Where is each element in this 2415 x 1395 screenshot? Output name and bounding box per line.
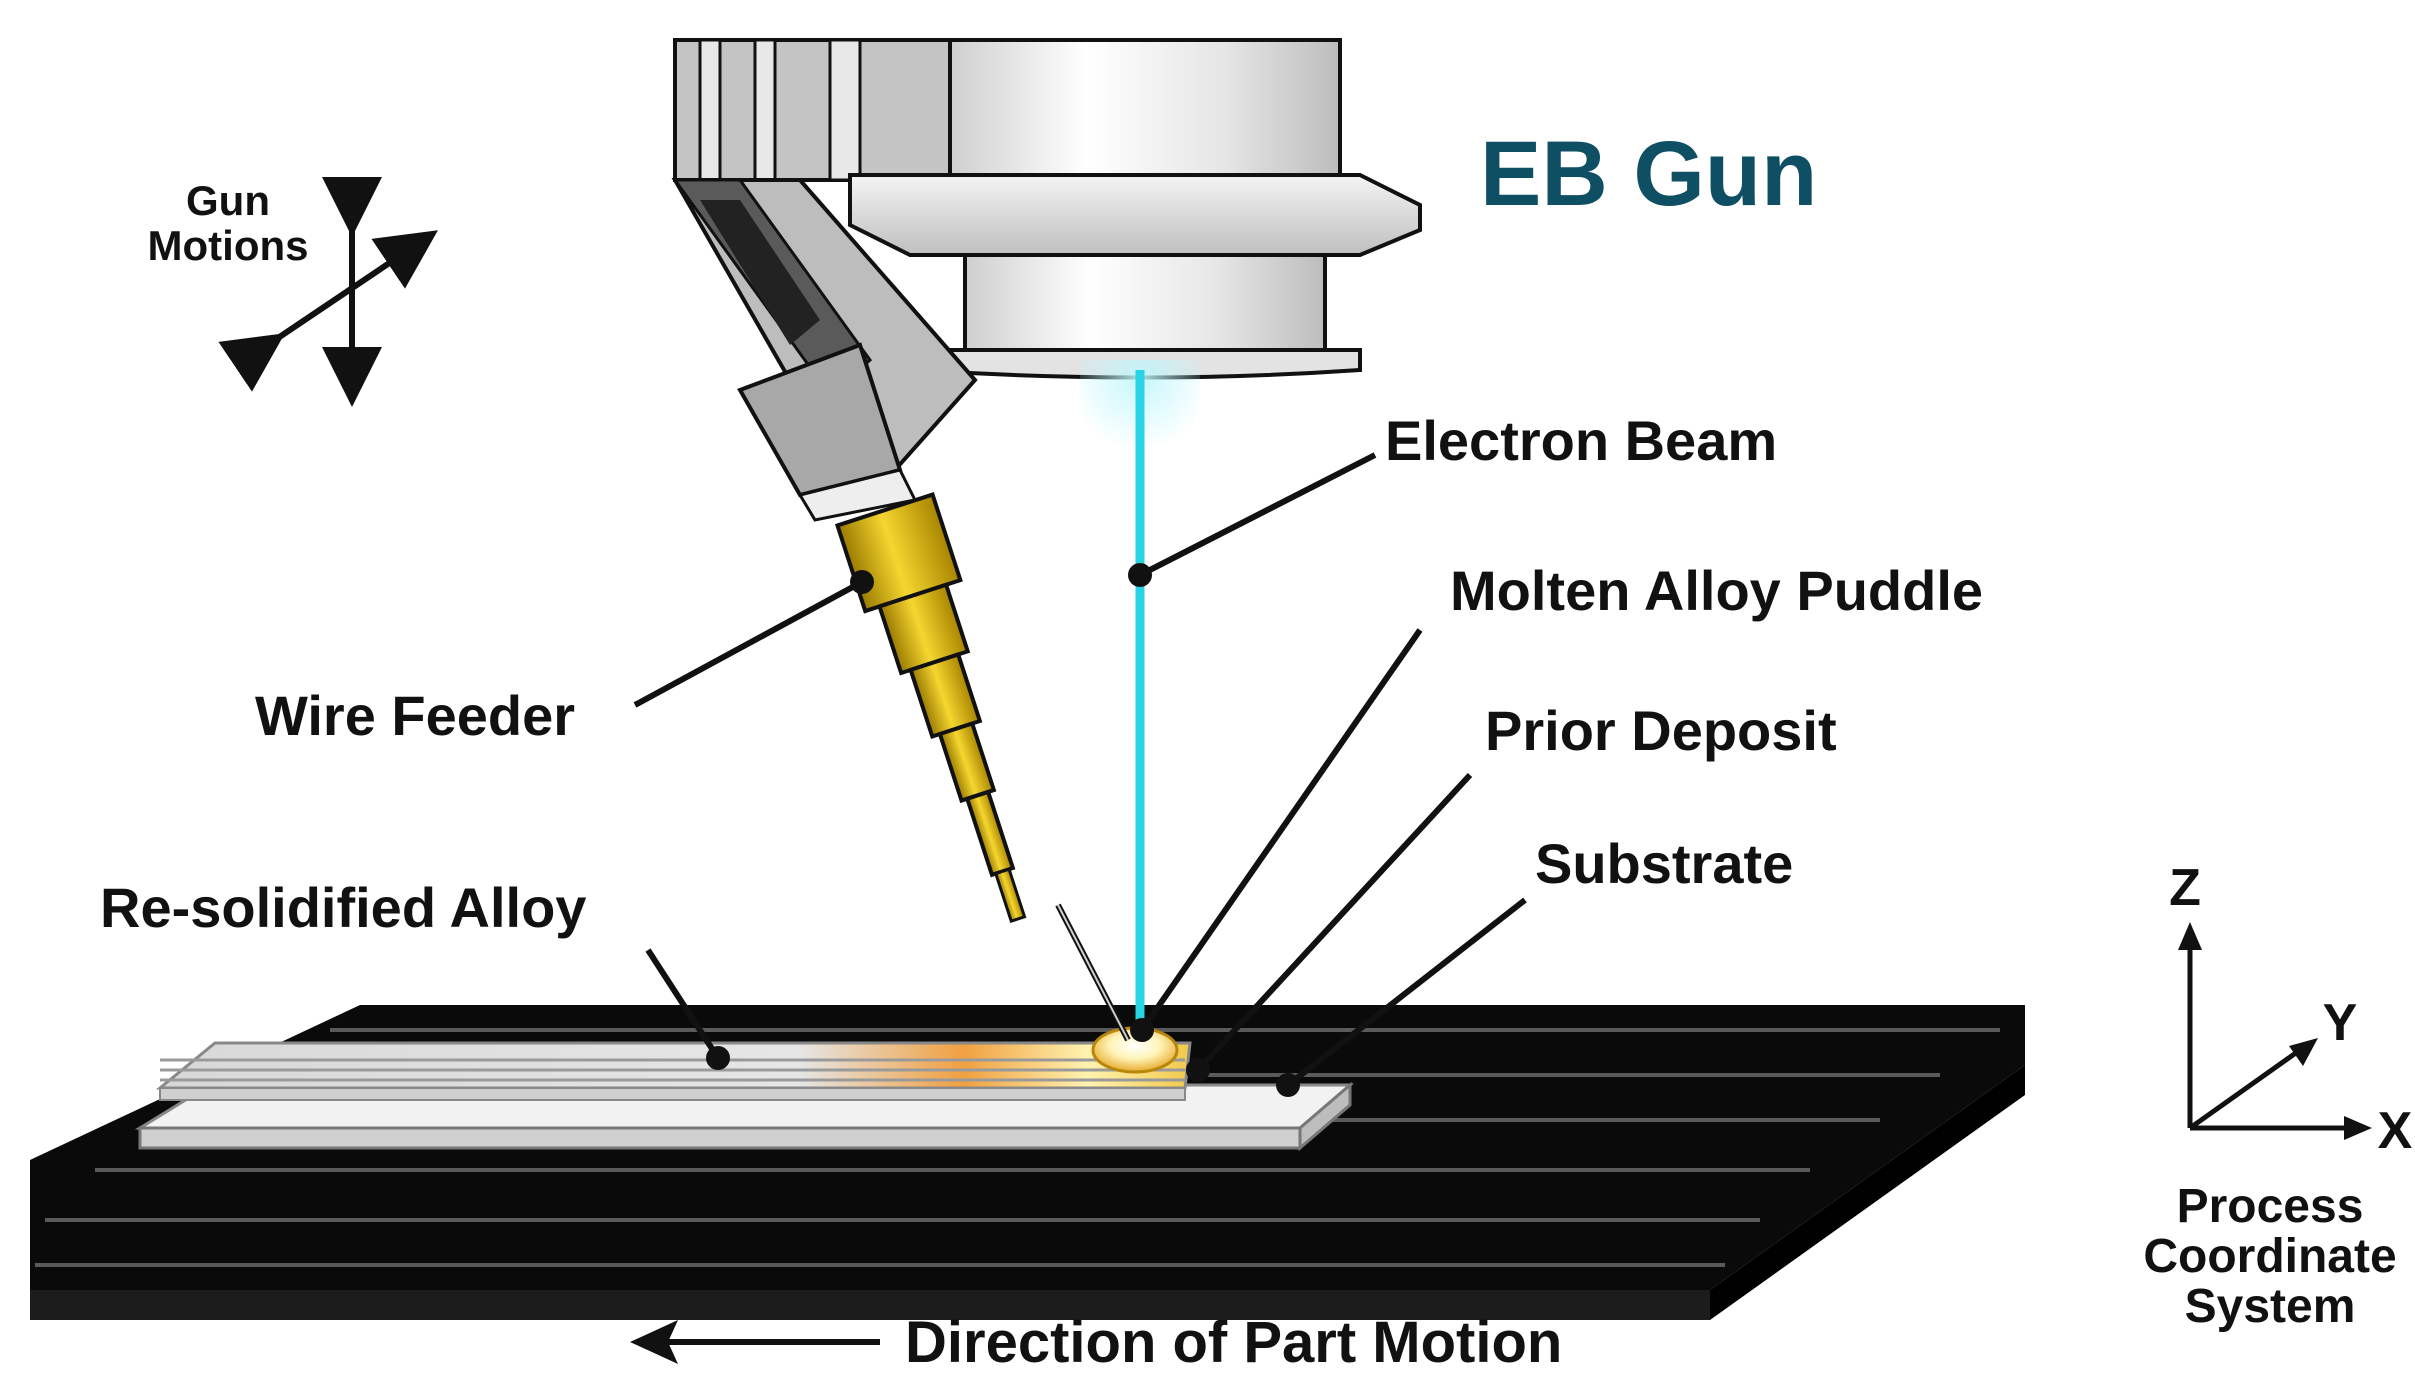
molten-alloy-puddle-dot — [1130, 1018, 1154, 1042]
re-solidified-alloy-dot — [706, 1046, 730, 1070]
wire-feeder-dot — [850, 570, 874, 594]
substrate-label: Substrate — [1535, 832, 1793, 895]
wire-feeder-label: Wire Feeder — [255, 684, 575, 747]
re-solidified-alloy-label: Re-solidified Alloy — [100, 876, 586, 939]
coordinate-caption-2: Coordinate — [2143, 1230, 2396, 1283]
eb-gun-housing — [673, 38, 1422, 380]
wire-feeder-leader — [633, 579, 864, 708]
axis-x-label: X — [2378, 1102, 2413, 1160]
deposit-layers — [155, 1041, 1192, 1101]
re-solidified-alloy-leader — [645, 948, 721, 1060]
electron-beam-dot — [1128, 563, 1152, 587]
electron-beam-leader — [1138, 452, 1377, 578]
axis-y-label: Y — [2323, 994, 2358, 1052]
wire-feeder-arm — [671, 178, 978, 522]
electron-beam-label: Electron Beam — [1385, 409, 1777, 472]
coordinate-caption-3: System — [2185, 1280, 2356, 1333]
molten-alloy-puddle-label: Molten Alloy Puddle — [1450, 559, 1983, 622]
prior-deposit-label: Prior Deposit — [1485, 699, 1837, 762]
wire-feeder-nozzle — [834, 492, 1027, 924]
substrate-leader — [1286, 897, 1527, 1088]
diagram-title: EB Gun — [1480, 123, 1817, 225]
direction-of-part-motion-label: Direction of Part Motion — [905, 1310, 1562, 1375]
molten-alloy-puddle-leader — [1139, 628, 1423, 1032]
gun-motions-label-1: Gun — [186, 177, 270, 224]
prior-deposit-leader — [1195, 772, 1473, 1073]
prior-deposit-dot — [1186, 1058, 1210, 1082]
substrate-dot — [1276, 1073, 1300, 1097]
gun-motions-arrows — [218, 177, 438, 407]
coordinate-axes — [2178, 922, 2372, 1140]
coordinate-caption-1: Process — [2177, 1180, 2364, 1233]
axis-z-label: Z — [2169, 859, 2201, 917]
gun-motions-label-2: Motions — [148, 222, 309, 269]
part-motion-arrow — [630, 1320, 880, 1364]
